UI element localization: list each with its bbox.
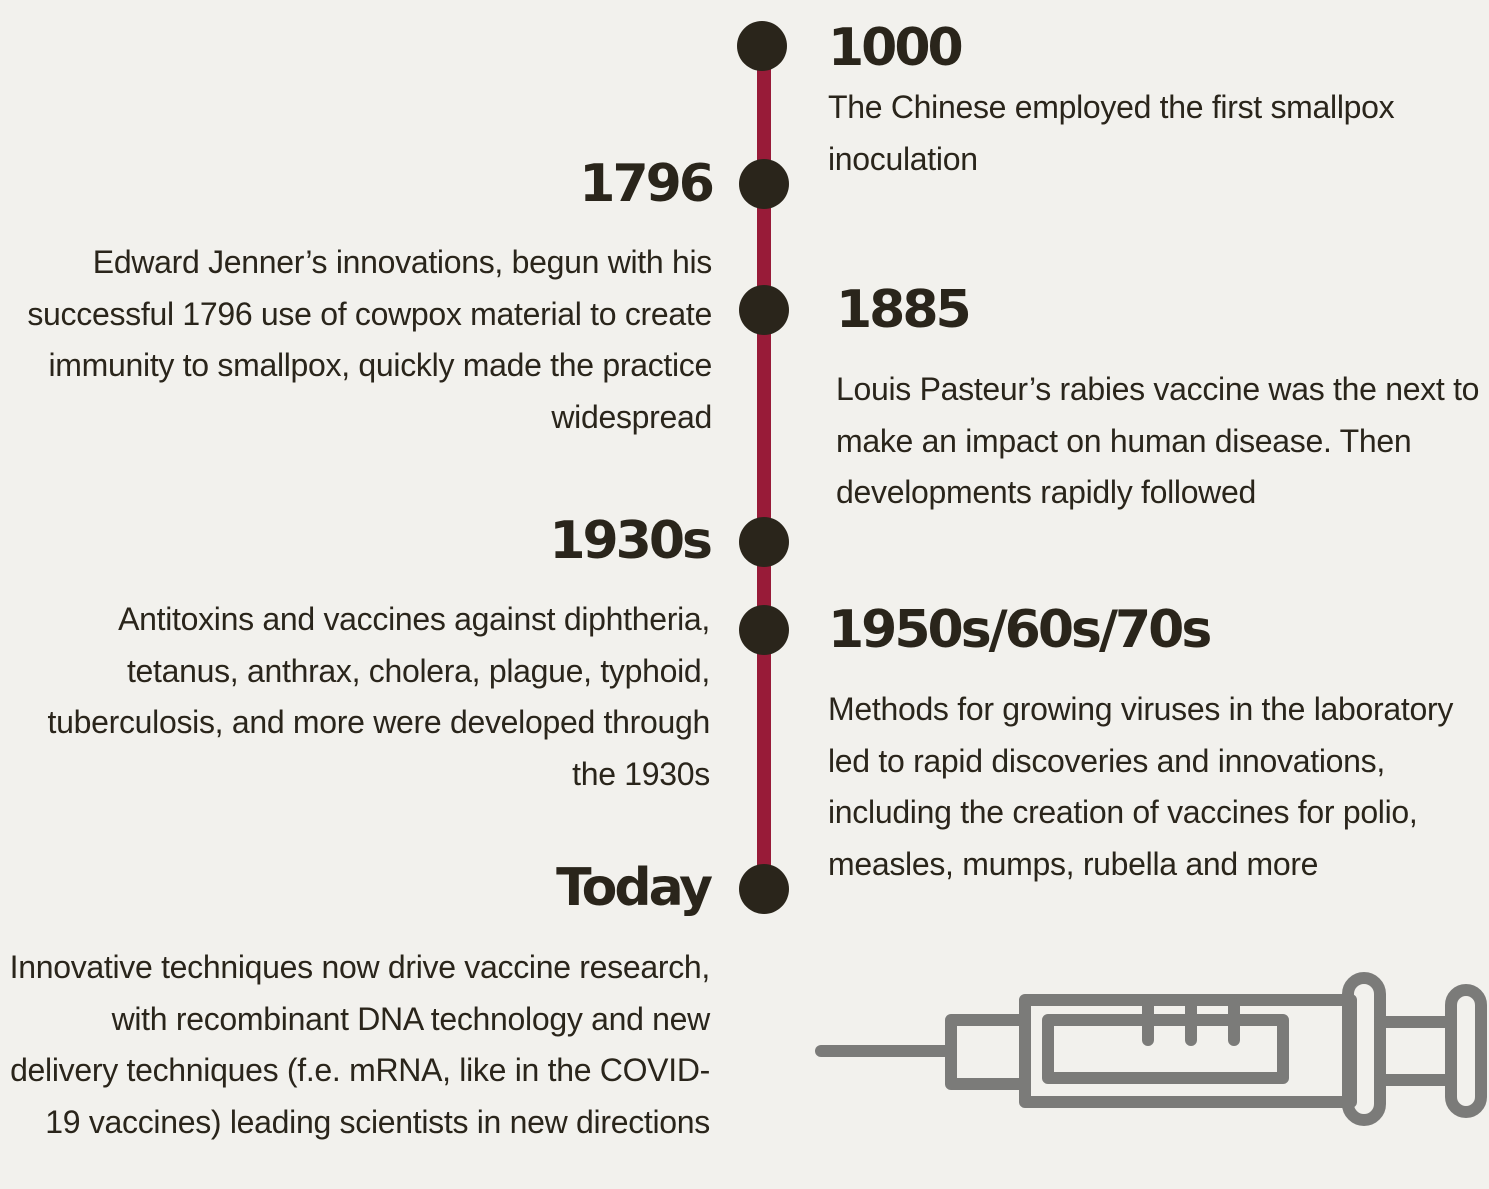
description-1000: The Chinese employed the first smallpox … xyxy=(828,89,1395,177)
timeline-dot-today xyxy=(739,864,789,914)
timeline-line xyxy=(757,46,771,889)
timeline-dot-1796 xyxy=(739,159,789,209)
year-1930s: 1930s xyxy=(549,511,713,571)
timeline-dot-1930s xyxy=(739,517,789,567)
description-today: Innovative techniques now drive vaccine … xyxy=(9,949,711,1140)
year-1950s-60s-70s: 1950s/60s/70s xyxy=(828,600,1212,660)
syringe-icon xyxy=(815,972,1487,1126)
description-1930s: Antitoxins and vaccines against diphther… xyxy=(47,601,711,792)
description-1796: Edward Jenner’s innovations, begun with … xyxy=(27,244,712,435)
year-1000: 1000 xyxy=(828,18,964,78)
description-1885: Louis Pasteur’s rabies vaccine was the n… xyxy=(836,371,1480,510)
year-today: Today xyxy=(556,858,713,918)
description-1950s-60s-70s: Methods for growing viruses in the labor… xyxy=(828,691,1454,882)
year-1885: 1885 xyxy=(836,280,972,340)
timeline-dot-1885 xyxy=(739,285,789,335)
year-1796: 1796 xyxy=(579,154,715,214)
timeline-dot-1950s xyxy=(739,605,789,655)
timeline-dot-1000 xyxy=(737,21,787,71)
